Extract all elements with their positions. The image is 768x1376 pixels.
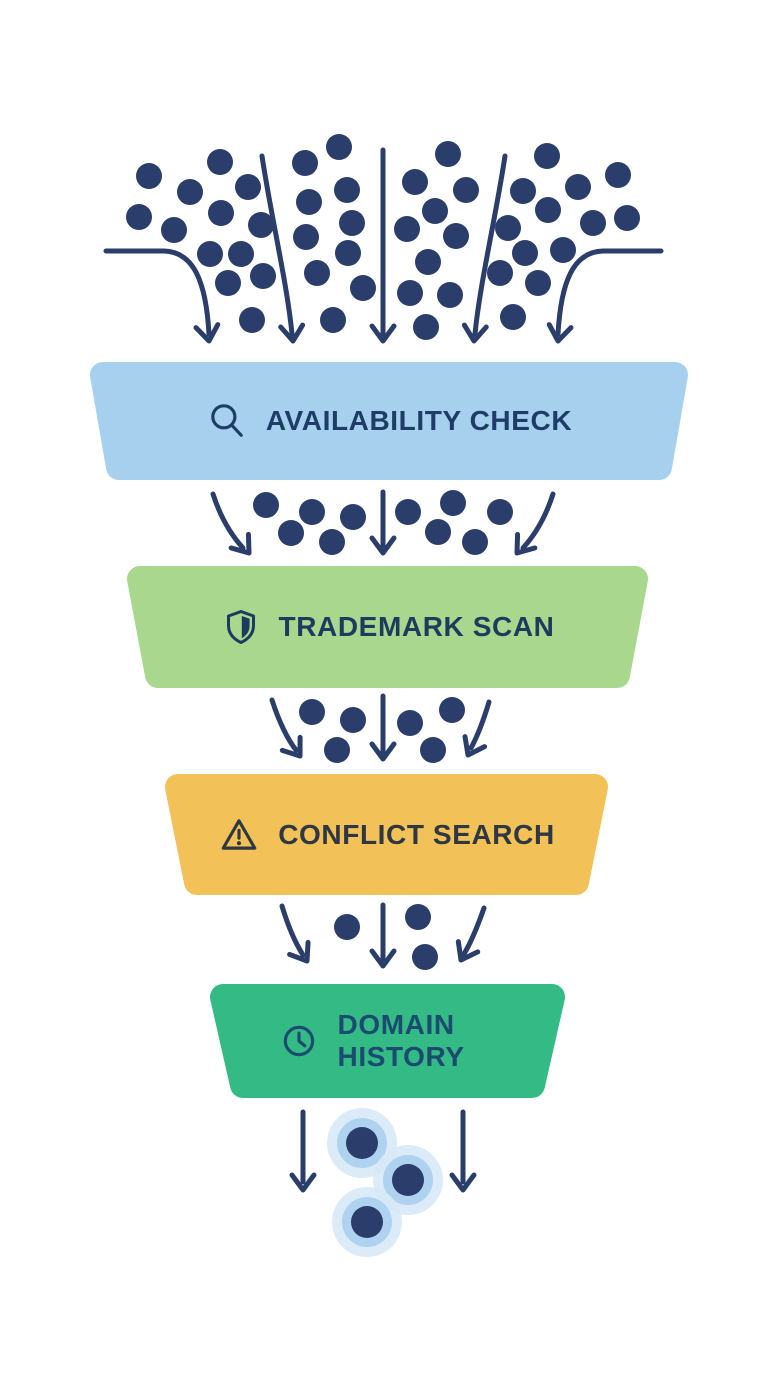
stage-label: CONFLICT SEARCH <box>278 818 555 850</box>
shield-icon <box>221 607 261 647</box>
arrow-line <box>269 697 299 753</box>
candidate-dots-top <box>126 134 640 340</box>
stage-shape <box>210 984 565 1098</box>
stage-label: DOMAIN HISTORY <box>337 1008 465 1072</box>
final-output-arrows <box>289 1109 477 1193</box>
top-inflow-arrows <box>103 147 664 344</box>
arrow-line <box>468 699 492 751</box>
arrow-head <box>514 531 538 556</box>
arrow-line <box>472 153 508 337</box>
arrow-line <box>259 153 295 337</box>
stage-content: DOMAIN HISTORY <box>210 984 565 1098</box>
qualified-dots <box>327 1108 443 1257</box>
arrow-head <box>461 322 489 344</box>
stage-content: TRADEMARK SCAN <box>127 566 648 688</box>
arrow-head <box>287 939 311 964</box>
arrow-head <box>369 535 397 556</box>
arrow-head <box>369 323 397 344</box>
arrow-line <box>103 248 212 337</box>
stage-content: AVAILABILITY CHECK <box>90 362 688 480</box>
clock-icon <box>278 1020 320 1062</box>
stage-label: AVAILABILITY CHECK <box>265 405 573 436</box>
warning-icon <box>218 814 260 856</box>
arrow-head <box>455 939 481 963</box>
arrow-head <box>546 322 574 344</box>
arrow-head <box>193 322 221 344</box>
arrow-head <box>279 734 303 759</box>
arrow-line <box>279 903 306 958</box>
candidate-dots-after-stage1 <box>253 490 513 555</box>
arrow-head <box>228 531 252 556</box>
arrow-line <box>520 491 556 551</box>
arrow-head <box>369 741 397 762</box>
stage-conflict-search: CONFLICT SEARCH <box>165 774 608 895</box>
stage1-outflow-arrows <box>210 489 556 556</box>
arrow-line <box>210 491 246 551</box>
stage2-outflow-arrows <box>269 693 492 762</box>
arrow-head <box>369 948 397 969</box>
stage-shape <box>127 566 648 688</box>
stage-shape <box>165 774 608 895</box>
arrow-head <box>449 1172 477 1193</box>
stage-shape <box>90 362 688 480</box>
stage-trademark-scan: TRADEMARK SCAN <box>127 566 648 688</box>
candidate-dots-after-stage3 <box>334 904 438 970</box>
arrow-line <box>555 248 664 337</box>
stage-domain-history: DOMAIN HISTORY <box>210 984 565 1098</box>
candidate-dots-after-stage2 <box>299 697 465 763</box>
search-icon <box>206 400 248 442</box>
arrow-head <box>289 1172 317 1193</box>
stage-availability-check: AVAILABILITY CHECK <box>90 362 688 480</box>
arrow-line <box>461 905 487 957</box>
arrow-head <box>462 734 488 758</box>
stage-content: CONFLICT SEARCH <box>165 774 608 895</box>
arrow-head <box>278 322 306 344</box>
stage3-outflow-arrows <box>279 902 487 969</box>
stage-label: TRADEMARK SCAN <box>278 611 555 642</box>
